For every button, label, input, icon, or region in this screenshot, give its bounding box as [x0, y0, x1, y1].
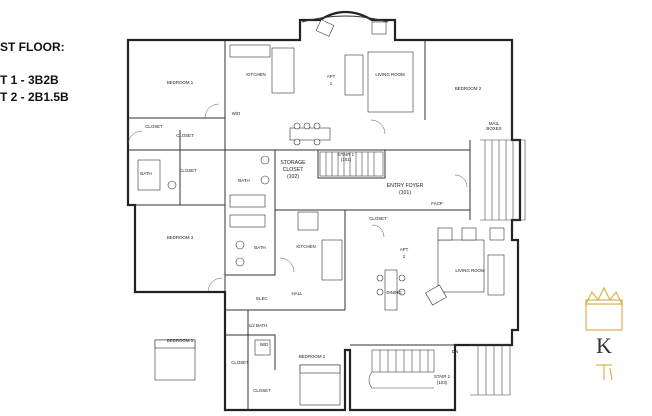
stair-1 [319, 151, 384, 177]
room-dn: DN [452, 349, 458, 354]
room-elec: ELEC [256, 296, 267, 301]
room-hall: HALL [292, 291, 304, 296]
room-bedroom-1-top: BEDROOM 1 [167, 80, 194, 85]
legend-title: ST FLOOR: [0, 40, 65, 54]
legend-unit-2: T 2 - 2B1.5B [0, 90, 69, 104]
legend-unit-1: T 1 - 3B2B [0, 73, 59, 87]
room-stair-2-num: (103) [437, 380, 448, 385]
room-closet-3: CLOSET [145, 124, 163, 129]
room-stair-1-num: (101) [341, 157, 352, 162]
room-stair-1: STAIR 1 [338, 152, 355, 157]
room-bath-3: BATH [254, 245, 265, 250]
room-bath-2: BATH [238, 178, 249, 183]
room-living-2: LIVING ROOM [455, 268, 485, 273]
room-bedroom-2-low: BEDROOM 2 [299, 354, 326, 359]
room-closet-5: CLOSET [231, 360, 249, 365]
door-swings [127, 103, 468, 293]
room-dining: DINING [386, 290, 402, 295]
room-kitchen-1: KITCHEN [246, 72, 265, 77]
room-kitchen-2: KITCHEN [296, 244, 315, 249]
room-bedroom-1-low: BEDROOM 1 [167, 338, 194, 343]
exterior-walls [126, 10, 522, 412]
room-half-bath: 1/2 BATH [249, 323, 268, 328]
logo-letter: K [596, 333, 612, 358]
stair-2 [368, 349, 435, 389]
apt1-furniture [229, 19, 414, 146]
room-apt-2-num: 2 [403, 254, 406, 259]
room-apt-2: APT [400, 247, 409, 252]
room-storage: STORAGE [280, 160, 306, 166]
room-closet-6: CLOSET [253, 388, 271, 393]
room-apt-1-num: 1 [330, 81, 333, 86]
room-wd-2: W/D [260, 342, 269, 347]
bath-fixtures [137, 155, 271, 356]
crown-icon [585, 286, 623, 305]
room-closet-2: CLOSET [179, 168, 197, 173]
apt2-furniture [297, 211, 505, 311]
room-facp: FACP [431, 201, 443, 206]
room-bedroom-3: BEDROOM 3 [167, 235, 194, 240]
room-wd-1: W/D [232, 111, 241, 116]
room-living-1: LIVING ROOM [375, 72, 405, 77]
room-storage-closet: CLOSET [283, 167, 305, 173]
floor-legend: ST FLOOR: T 1 - 3B2B T 2 - 2B1.5B [0, 40, 69, 106]
interior-walls [128, 40, 471, 410]
room-bedroom-2-top: BEDROOM 2 [455, 86, 482, 91]
room-storage-num: (102) [287, 174, 299, 180]
room-closet-4: CLOSET [369, 216, 387, 221]
bedroom-furniture [154, 339, 341, 406]
room-entry-num: (101) [399, 190, 411, 196]
room-closet-1: CLOSET [176, 133, 194, 138]
room-entry-foyer: ENTRY FOYER [387, 183, 424, 189]
room-mail: MAIL [489, 121, 500, 126]
brand-logo: K [585, 286, 623, 381]
monogram-icon [596, 364, 613, 381]
room-mail-boxes: BOXES [486, 126, 501, 131]
room-apt-1: APT [327, 74, 336, 79]
exterior-steps [470, 139, 526, 396]
room-stair-2: STAIR 2 [434, 374, 451, 379]
room-bath-1: BATH [140, 171, 151, 176]
